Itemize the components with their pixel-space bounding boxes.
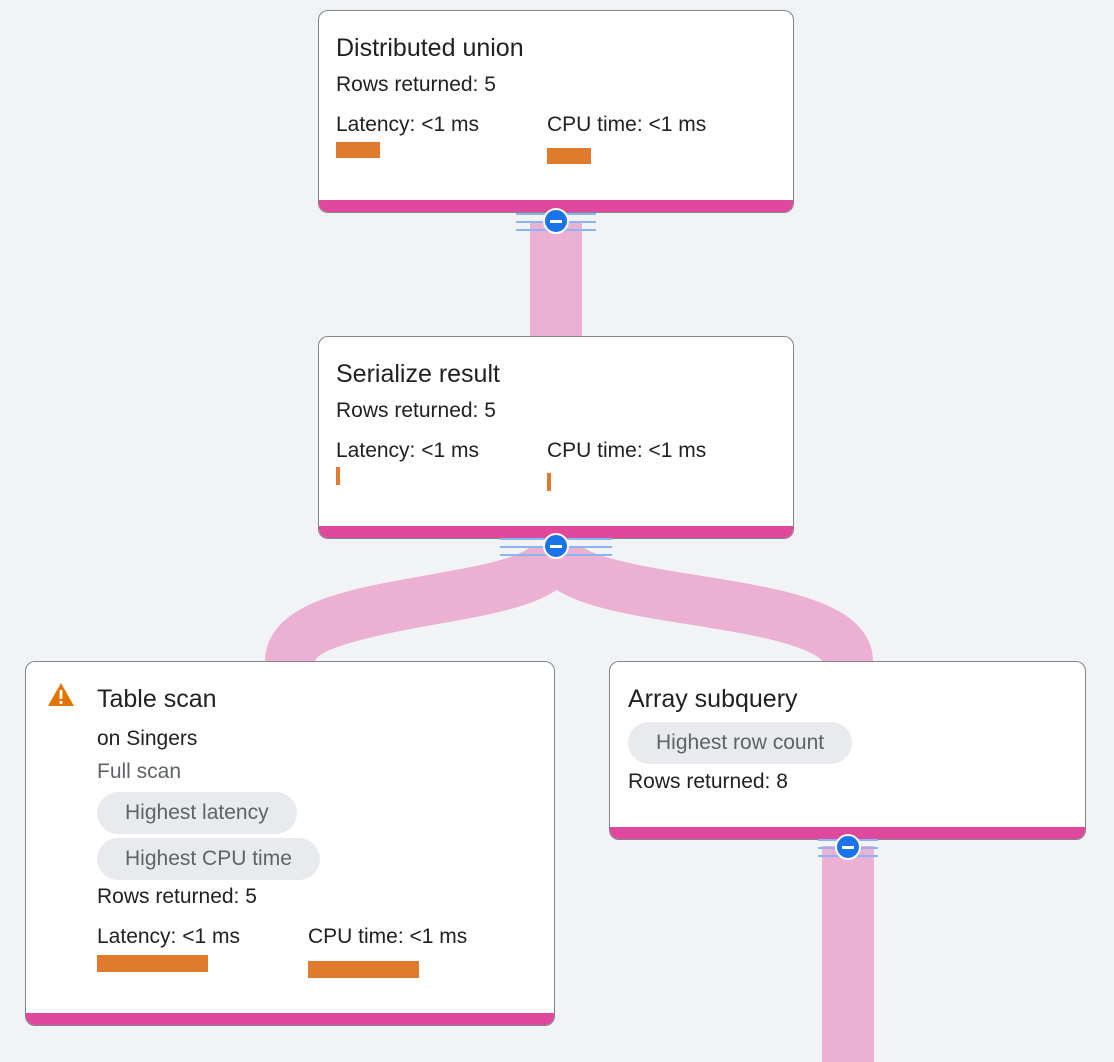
warning-triangle-icon [48, 683, 74, 706]
rows-returned: Rows returned: 5 [336, 73, 496, 96]
cpu-time-label: CPU time: <1 ms [547, 439, 707, 462]
node-title: Array subquery [628, 685, 798, 713]
cpu-time-bar [308, 961, 419, 978]
cpu-time-label: CPU time: <1 ms [308, 925, 468, 948]
node-table-scan[interactable]: Table scan on Singers Full scan Highest … [25, 661, 555, 1026]
collapse-button[interactable] [516, 208, 596, 234]
rows-returned: Rows returned: 5 [336, 399, 496, 422]
node-strip [319, 526, 793, 538]
collapse-button[interactable] [818, 834, 878, 860]
edge-serialize-to-table-scan [265, 542, 581, 667]
node-array-subquery[interactable]: Array subquery Highest row count Rows re… [609, 661, 1086, 840]
collapse-button[interactable] [500, 533, 612, 559]
collapse-minus-icon [543, 208, 569, 234]
node-strip [319, 200, 793, 212]
highest-cpu-time-chip: Highest CPU time [97, 838, 320, 880]
node-title: Serialize result [336, 360, 500, 388]
cpu-time-bar [547, 148, 591, 164]
latency-label: Latency: <1 ms [97, 925, 240, 948]
rows-returned: Rows returned: 5 [97, 885, 257, 908]
rows-returned: Rows returned: 8 [628, 770, 788, 793]
cpu-time-bar [547, 473, 551, 491]
node-strip [610, 827, 1085, 839]
node-title: Table scan [97, 685, 217, 713]
highest-latency-chip: Highest latency [97, 792, 297, 834]
cpu-time-label: CPU time: <1 ms [547, 113, 707, 136]
scan-type: Full scan [97, 760, 182, 783]
edge-serialize-to-array-subquery [531, 541, 873, 667]
node-strip [26, 1013, 554, 1025]
node-title: Distributed union [336, 34, 524, 62]
latency-bar [336, 142, 380, 158]
latency-bar [336, 467, 340, 485]
table-name: on Singers [97, 727, 198, 750]
latency-label: Latency: <1 ms [336, 439, 479, 462]
latency-bar [97, 955, 208, 972]
latency-label: Latency: <1 ms [336, 113, 479, 136]
highest-row-count-chip: Highest row count [628, 722, 853, 764]
collapse-minus-icon [835, 834, 861, 860]
collapse-minus-icon [543, 533, 569, 559]
node-distributed-union[interactable]: Distributed union Rows returned: 5 Laten… [318, 10, 794, 213]
node-serialize-result[interactable]: Serialize result Rows returned: 5 Latenc… [318, 336, 794, 539]
